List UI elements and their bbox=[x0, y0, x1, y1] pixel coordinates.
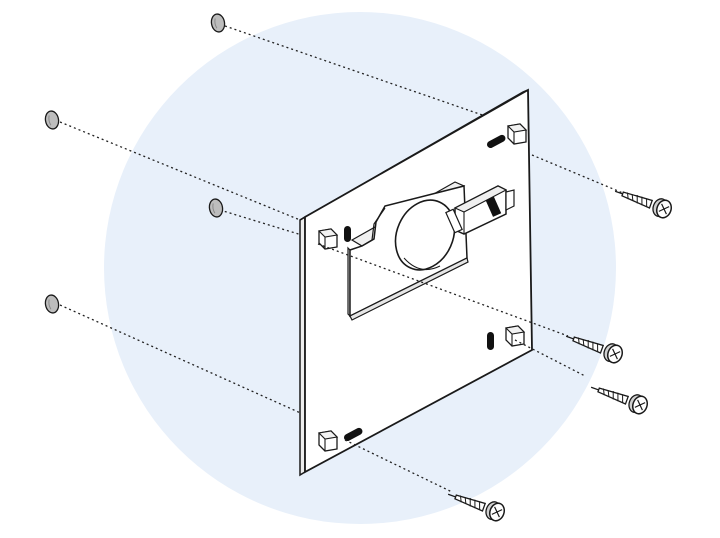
guide-lines-back bbox=[59, 25, 521, 416]
corner-pad-top-left bbox=[318, 228, 338, 250]
keyhole-slot-top-left bbox=[344, 226, 351, 242]
wall-anchor-upper-left bbox=[43, 109, 61, 131]
keyhole-slot-bottom-right bbox=[487, 332, 494, 350]
wall-anchor-top bbox=[209, 12, 227, 34]
corner-pad-bottom-left bbox=[318, 430, 338, 452]
wall-anchor-lower-left bbox=[43, 293, 61, 315]
screw-lower bbox=[587, 378, 651, 417]
guide-lines-front bbox=[317, 154, 631, 493]
screw-top bbox=[611, 182, 675, 221]
keyhole-slots bbox=[343, 134, 506, 441]
keyhole-slot-bottom-left bbox=[343, 427, 363, 441]
connector-plug bbox=[445, 185, 515, 235]
corner-pad-top-right bbox=[507, 123, 527, 145]
keyhole-slot-top-right bbox=[486, 134, 506, 148]
cable-opening bbox=[394, 199, 456, 271]
